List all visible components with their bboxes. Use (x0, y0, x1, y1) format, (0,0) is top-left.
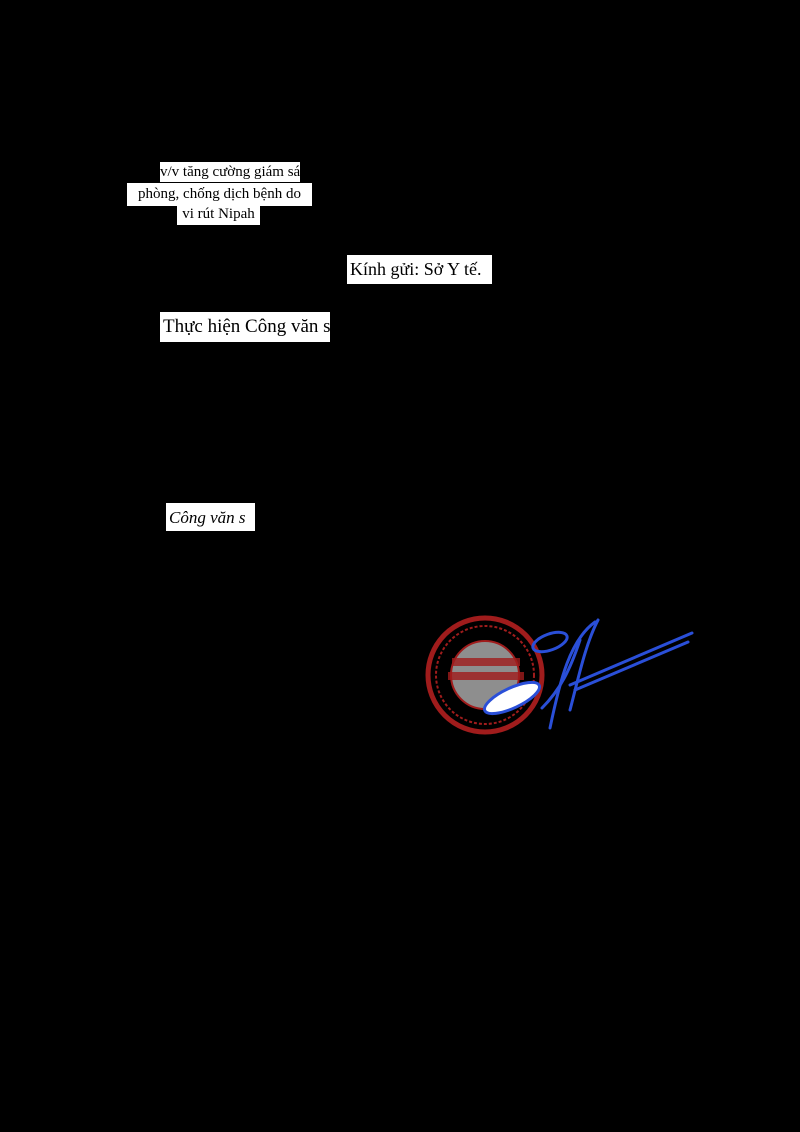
subject-line-2: phòng, chống dịch bệnh do (127, 183, 312, 206)
greeting: Kính gửi: Sở Y tế. (347, 255, 492, 284)
stamp-and-signature (425, 615, 694, 735)
subject-line-1: v/v tăng cường giám sát (160, 162, 300, 182)
subject-line-3: vi rút Nipah (177, 205, 260, 225)
body-opening: Thực hiện Công văn s (160, 312, 330, 342)
reference-text: Công văn s (166, 503, 255, 531)
signature (482, 618, 694, 730)
official-stamp (425, 615, 545, 735)
